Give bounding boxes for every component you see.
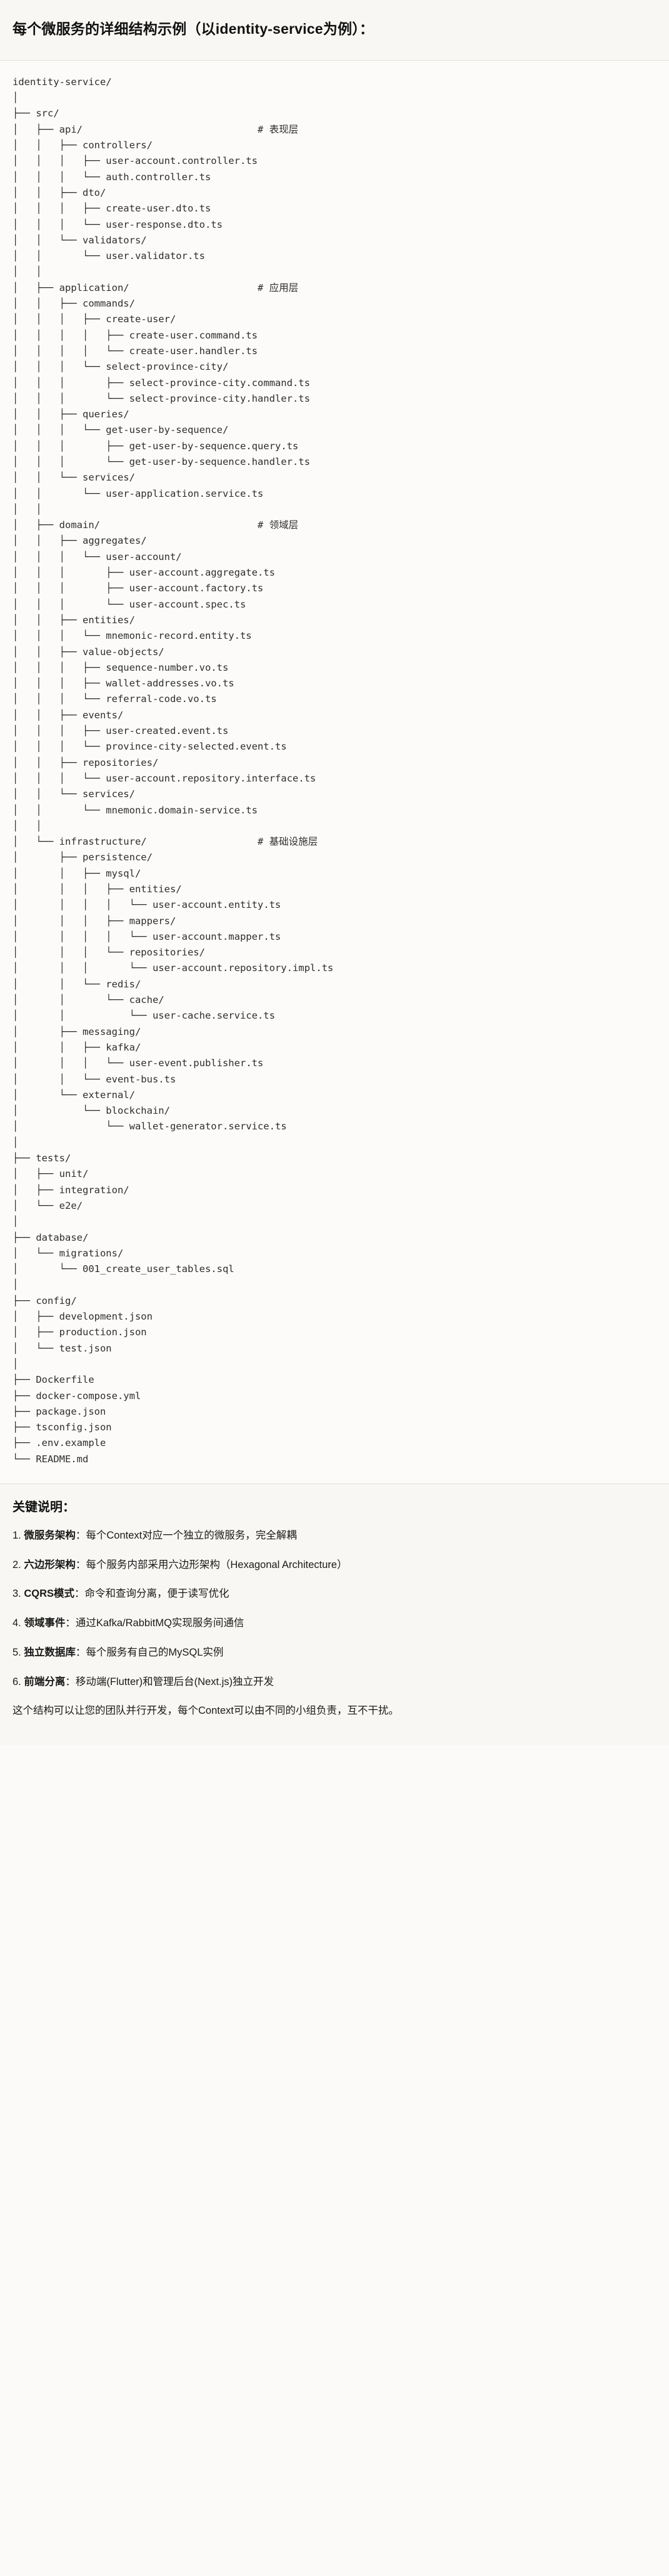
note-item: 5. 独立数据库：每个服务有自己的MySQL实例 — [13, 1645, 656, 1661]
key-notes-section: 关键说明： 1. 微服务架构：每个Context对应一个独立的微服务，完全解耦 … — [0, 1484, 669, 1746]
note-number: 4. — [13, 1617, 24, 1629]
note-number: 1. — [13, 1529, 24, 1541]
note-item: 4. 领域事件：通过Kafka/RabbitMQ实现服务间通信 — [13, 1616, 656, 1631]
note-term: 领域事件 — [24, 1617, 66, 1629]
directory-tree-section: identity-service/ │ ├── src/ │ ├── api/ … — [0, 60, 669, 1484]
page-title: 每个微服务的详细结构示例（以identity-service为例）： — [13, 21, 375, 38]
note-number: 5. — [13, 1646, 24, 1658]
note-body: ：命令和查询分离，便于读写优化 — [74, 1588, 229, 1600]
note-term: 独立数据库 — [24, 1646, 76, 1658]
note-item: 1. 微服务架构：每个Context对应一个独立的微服务，完全解耦 — [13, 1528, 656, 1544]
key-notes-footer: 这个结构可以让您的团队并行开发，每个Context可以由不同的小组负责，互不干扰… — [13, 1705, 399, 1717]
note-term: 前端分离 — [24, 1676, 66, 1688]
note-body: ：每个Context对应一个独立的微服务，完全解耦 — [75, 1529, 297, 1541]
note-body: ：每个服务有自己的MySQL实例 — [75, 1646, 224, 1658]
note-item: 2. 六边形架构：每个服务内部采用六边形架构（Hexagonal Archite… — [13, 1557, 656, 1573]
key-notes-title: 关键说明： — [13, 1500, 75, 1514]
note-body: ：通过Kafka/RabbitMQ实现服务间通信 — [65, 1617, 244, 1629]
heading-section: 每个微服务的详细结构示例（以identity-service为例）： — [0, 0, 669, 61]
note-number: 6. — [13, 1676, 24, 1688]
note-term: 微服务架构 — [24, 1529, 76, 1541]
note-number: 2. — [13, 1559, 24, 1571]
page-root: 每个微服务的详细结构示例（以identity-service为例）： ident… — [0, 0, 669, 1746]
note-body: ：每个服务内部采用六边形架构（Hexagonal Architecture） — [75, 1559, 348, 1571]
note-item: 6. 前端分离：移动端(Flutter)和管理后台(Next.js)独立开发 — [13, 1674, 656, 1690]
note-term: CQRS模式 — [24, 1588, 75, 1600]
directory-tree: identity-service/ │ ├── src/ │ ├── api/ … — [13, 76, 334, 1465]
note-body: ：移动端(Flutter)和管理后台(Next.js)独立开发 — [65, 1676, 274, 1688]
note-term: 六边形架构 — [24, 1559, 76, 1571]
note-item: 3. CQRS模式：命令和查询分离，便于读写优化 — [13, 1586, 656, 1602]
note-number: 3. — [13, 1588, 24, 1600]
